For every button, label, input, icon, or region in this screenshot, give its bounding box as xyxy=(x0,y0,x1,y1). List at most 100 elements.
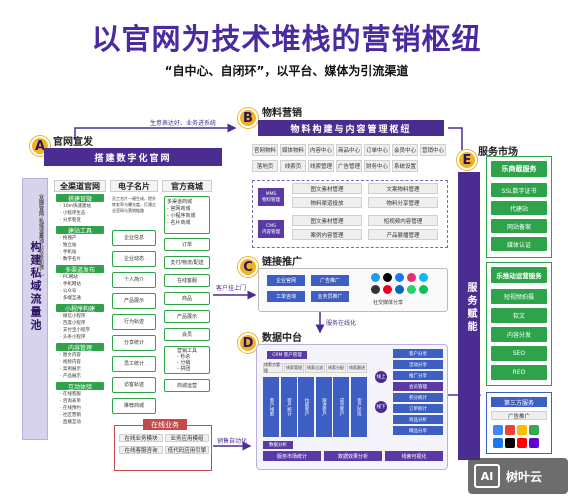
e-box-3: 第三方服务 广告推广 xyxy=(486,392,552,454)
sub-col: 客户统计 xyxy=(280,377,297,437)
b-row2-item: 广告管理 xyxy=(336,160,362,172)
online-item-2: 业务应用模组 xyxy=(165,434,209,442)
c-item-ads: 广告推广 xyxy=(311,275,349,286)
b-grid: 官网物料媒体物料内容中心商品中心订单中心会员中心营销中心落地页线索页线索管理广告… xyxy=(252,144,448,176)
col1-item: · 独立站 xyxy=(60,243,77,248)
baidu-icon xyxy=(505,425,515,435)
b-material-item: 文案物料管理 xyxy=(368,183,438,194)
col1-group-head: 内容管理 xyxy=(56,343,104,352)
ecard-item: 访客轨迹 xyxy=(112,377,156,393)
ecard-item: 推荐商城 xyxy=(112,398,156,414)
c-item-sales: 业务员推广 xyxy=(311,291,349,302)
e-box-2-item: REO xyxy=(491,365,547,380)
sub-col: 拉新客户 xyxy=(298,377,314,437)
e-box-2-item: 软文 xyxy=(491,308,547,323)
private-traffic-sub: （品牌官网·私域流量池·公众号引流…） xyxy=(38,191,44,280)
weibo-icon xyxy=(407,273,416,282)
c-item-ticket: 工单咨询 xyxy=(267,291,305,302)
b-material-item: 产品展播管理 xyxy=(368,229,438,240)
tiktok-icon xyxy=(383,273,392,282)
col1-item: · 社区营销 xyxy=(60,413,81,418)
col1-item: · 视频内容 xyxy=(60,360,81,365)
d-right-item: 会员管理 xyxy=(393,382,443,391)
lead-col: 线索跟进 xyxy=(347,363,367,373)
x-icon xyxy=(371,285,380,294)
shop-item: 支付/物流/配送 xyxy=(164,256,210,269)
online-business-head: 在线业务 xyxy=(143,419,187,430)
col1-group-head: 互动体验 xyxy=(56,382,104,391)
service-empower-text: 服务赋能 xyxy=(465,282,476,334)
b-row1-item: 媒体物料 xyxy=(280,144,306,156)
cms-label: CMS 内容管理 xyxy=(258,220,284,238)
col1-item: · 在线客服 xyxy=(60,392,81,397)
online-business-box: 在线业务 在线业务模块 业务应用模组 在线客服咨询 低代码应用引擎 xyxy=(114,419,212,471)
twitter-icon xyxy=(371,273,380,282)
d-right-items: 客户分享活动分享推广分享会员管理积分统计订单统计商品分析精品分享 xyxy=(393,349,445,439)
d-box: CRM 客户管理 线索方管理线索管理线索过滤线索分配线索跟进客户线索客户统计拉新… xyxy=(256,344,448,470)
c-box: 企业官网 广告推广 工单咨询 业务员推广 社交媒体分享 xyxy=(258,268,448,312)
b-materials-box xyxy=(252,180,448,248)
col1-item: · 在线预约 xyxy=(60,406,81,411)
watermark-text: 树叶云 xyxy=(506,469,543,484)
col1-item: · 产品展示 xyxy=(60,374,81,379)
offline-node: 线下 xyxy=(375,401,387,413)
col1-group-head: 搭建官微 xyxy=(56,194,104,203)
crm-label: CRM 客户管理 xyxy=(267,351,307,359)
section-a-note: 生意表达好、业务进系统 xyxy=(150,120,217,127)
ecard-item: 产品展示 xyxy=(112,293,156,309)
e-box-3-item: 广告推广 xyxy=(491,411,547,420)
yahoo-icon xyxy=(529,438,539,448)
col1-item: · 10m快速建站 xyxy=(60,204,91,209)
col-shop-head: 官方商城 xyxy=(162,180,212,192)
e-box-2-item: SEO xyxy=(491,346,547,361)
online-item-3: 在线客服咨询 xyxy=(119,446,163,454)
social-label: 社交媒体分享 xyxy=(373,300,404,306)
b-row1-item: 商品中心 xyxy=(336,144,362,156)
whatsapp-icon xyxy=(407,285,416,294)
d-right-item: 客户分享 xyxy=(393,349,443,358)
sub-col: 客户阶段 xyxy=(350,377,367,437)
e-box-1: 乐商截服务 SSL数字证书代建站网站备案媒体认证 xyxy=(486,156,552,258)
section-b-badge: B xyxy=(238,108,258,128)
ecard-item: 个人简介 xyxy=(112,272,156,288)
section-d-label: 数据中台 xyxy=(262,333,302,344)
e-box-1-head: 乐商截服务 xyxy=(491,161,547,177)
lead-col: 线索过滤 xyxy=(305,363,325,373)
meta-icon xyxy=(493,438,503,448)
col1-item: · 图文内容 xyxy=(60,353,81,358)
ai-logo-icon: AI xyxy=(474,464,500,488)
shop-intro-text: 多渠道商城 - 官网商城 - 小程序商城 - 名片商城 xyxy=(167,199,196,226)
col1-item: · 多端互通 xyxy=(60,296,81,301)
e-box-1-item: 网站备案 xyxy=(491,219,547,233)
col1-group-head: 多渠道发布 xyxy=(56,265,104,274)
section-b-bar: 物料构建与内容管理枢纽 xyxy=(258,120,444,136)
ecard-item: 行为轨迹 xyxy=(112,314,156,330)
b-material-item: 案例内容管理 xyxy=(292,229,362,240)
c-arrow-label: 客户挂上门 xyxy=(216,285,247,292)
col-ecard: 企业信息企业动态个人简介产品展示行为轨迹分享统计员工统计访客轨迹推荐商城 xyxy=(110,230,158,430)
col1-item: · 拖拽产 xyxy=(60,236,77,241)
shop-item: 产品展示 xyxy=(164,310,210,323)
col1-item: · 手机站 xyxy=(60,250,77,255)
b-material-item: 物料分享管理 xyxy=(368,197,438,208)
online-node: 线上 xyxy=(375,371,387,383)
b-row2-item: 落地页 xyxy=(252,160,278,172)
b-row2-item: 系统设置 xyxy=(392,160,418,172)
online-item-4: 低代码应用引擎 xyxy=(165,446,209,454)
qq-icon xyxy=(419,273,428,282)
d-right-item: 商品分析 xyxy=(393,415,443,424)
e-box-2-item: 短视频拍摄 xyxy=(491,289,547,304)
col1-item: · 手机网站 xyxy=(60,282,81,287)
ecard-item: 分享统计 xyxy=(112,335,156,351)
page-title: 以官网为技术堆栈的营销枢纽 xyxy=(91,22,482,56)
b-row1-item: 营销中心 xyxy=(420,144,446,156)
private-traffic-panel: 构建私域流量池 （品牌官网·私域流量池·公众号引流…） xyxy=(22,178,48,440)
e-box-1-item: SSL数字证书 xyxy=(491,183,547,197)
d-right-item: 订单统计 xyxy=(393,404,443,413)
b-material-item: 物料渠道投放 xyxy=(292,197,362,208)
e-box-2-head: 乐推动运营服务 xyxy=(491,267,547,283)
d-right-item: 推广分享 xyxy=(393,371,443,380)
col1-item: · 头条小程序 xyxy=(60,335,86,340)
section-c-badge: C xyxy=(238,257,258,277)
b-row1-item: 会员中心 xyxy=(392,144,418,156)
